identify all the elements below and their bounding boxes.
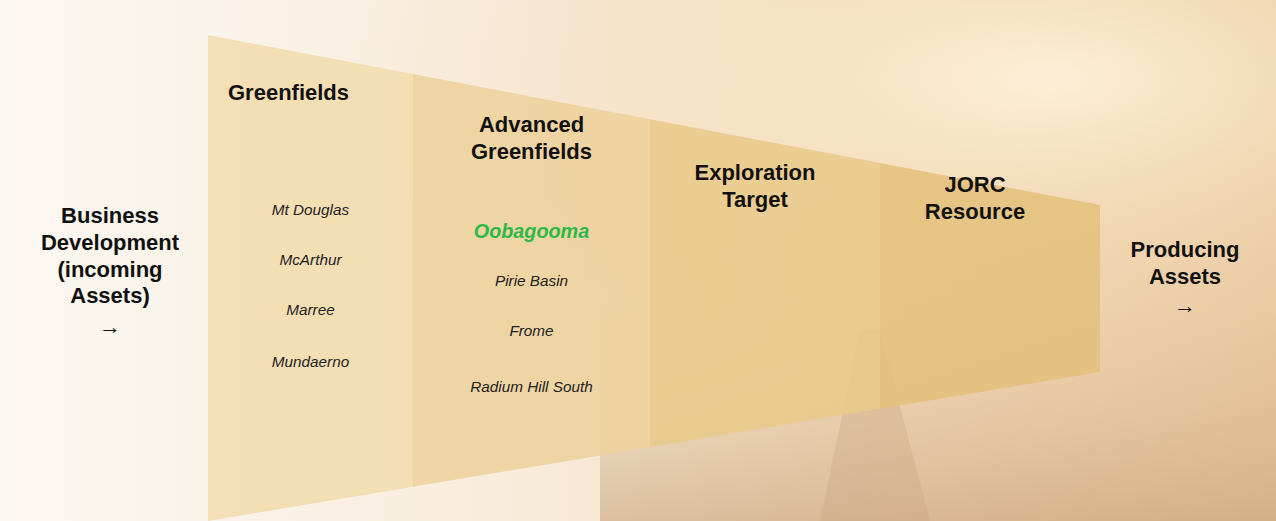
funnel-stage-band: Advanced GreenfieldsOobagoomaPirie Basin… — [413, 0, 650, 521]
band-outline — [880, 0, 1100, 521]
stage-heading: Greenfields — [228, 80, 408, 107]
project-name: Frome — [413, 322, 650, 341]
project-name: McArthur — [208, 251, 413, 270]
flow-arrow: → — [1160, 293, 1210, 320]
band-fill — [413, 74, 650, 487]
funnel-stage-band: Exploration Target — [650, 0, 880, 521]
funnel-stage-band: Greenfields Mt DouglasMcArthurMarreeMunda… — [208, 0, 413, 521]
project-name: Marree — [208, 301, 413, 320]
flow-arrow: → — [85, 314, 135, 341]
band-fill — [650, 119, 880, 447]
project-name: Mundaerno — [208, 353, 413, 372]
funnel-stage-band: JORC Resource — [880, 0, 1100, 521]
project-name: Pirie Basin — [413, 272, 650, 291]
flow-endpoint-label: Producing Assets — [1110, 237, 1260, 291]
stage-heading: Advanced Greenfields — [423, 112, 640, 166]
band-outline — [650, 0, 880, 521]
project-name: Mt Douglas — [208, 201, 413, 220]
flow-endpoint-label: Business Development (incoming Assets) — [25, 203, 195, 310]
band-outline — [413, 0, 650, 521]
stage-heading: Exploration Target — [670, 160, 840, 214]
band-fill — [880, 163, 1100, 409]
band-fill — [208, 35, 413, 521]
stage-heading: JORC Resource — [905, 172, 1045, 226]
project-name: Radium Hill South — [413, 378, 650, 397]
project-name: Oobagooma — [413, 219, 650, 243]
